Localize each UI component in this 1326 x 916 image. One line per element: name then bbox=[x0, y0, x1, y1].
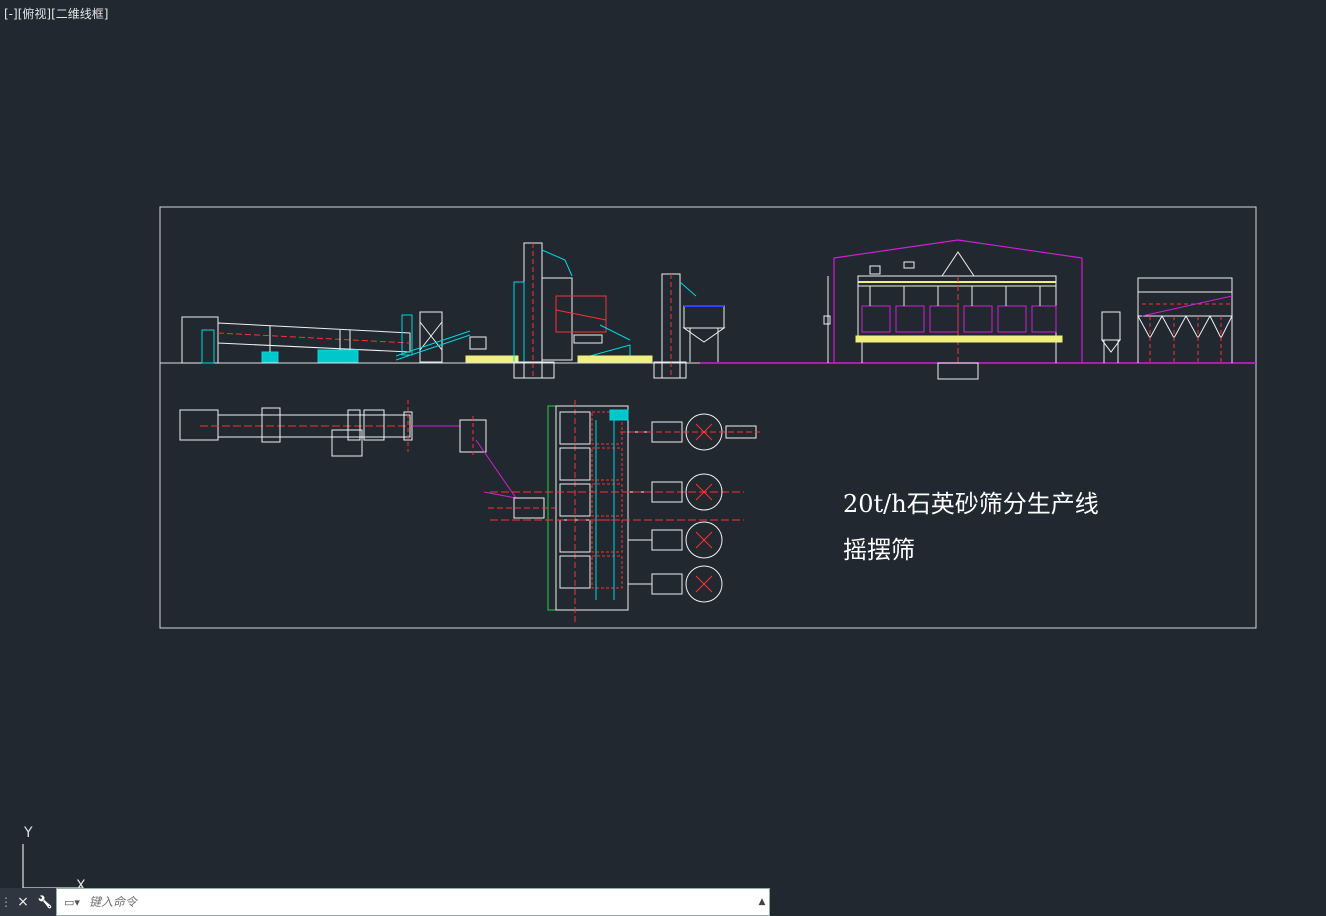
close-command-line-button[interactable]: × bbox=[12, 888, 34, 916]
ucs-x-label: X bbox=[76, 878, 86, 892]
bucket-elevator-1 bbox=[513, 242, 653, 379]
screen-layout-plan bbox=[488, 400, 760, 624]
dryer-plan-view bbox=[179, 400, 517, 499]
storage-silos bbox=[1101, 277, 1233, 363]
drawing-frame bbox=[159, 206, 1257, 629]
command-line: ⋮ × 🔧 ▭▾ ▲ bbox=[0, 888, 770, 916]
rotary-dryer-elevation bbox=[181, 311, 519, 364]
ucs-y-label: Y bbox=[23, 825, 33, 841]
command-line-grip-icon[interactable]: ⋮ bbox=[0, 888, 12, 916]
drawing-title-line1: 20t/h石英砂筛分生产线 bbox=[843, 490, 1099, 518]
viewport-controls[interactable]: [-] bbox=[4, 7, 18, 21]
viewport-view[interactable]: [俯视] bbox=[17, 7, 52, 21]
command-history-up-icon[interactable]: ▲ bbox=[758, 897, 766, 907]
command-prompt-icon[interactable]: ▭▾ bbox=[64, 895, 80, 909]
drawing-canvas[interactable]: 20t/h石英砂筛分生产线 摇摆筛 bbox=[0, 0, 1326, 888]
customize-command-line-button[interactable]: 🔧 bbox=[34, 888, 56, 916]
visual-style[interactable]: [二维线框] bbox=[51, 7, 109, 21]
viewport-label: [-][俯视][二维线框] bbox=[4, 5, 108, 22]
ucs-icon: Y X bbox=[22, 825, 86, 892]
wrench-icon: 🔧 bbox=[37, 895, 53, 909]
bucket-elevator-2 bbox=[653, 273, 726, 379]
command-input-container: ▭▾ ▲ bbox=[56, 888, 770, 916]
command-input[interactable] bbox=[87, 894, 755, 910]
drawing-title-line2: 摇摆筛 bbox=[843, 536, 915, 564]
screening-building bbox=[823, 239, 1083, 380]
